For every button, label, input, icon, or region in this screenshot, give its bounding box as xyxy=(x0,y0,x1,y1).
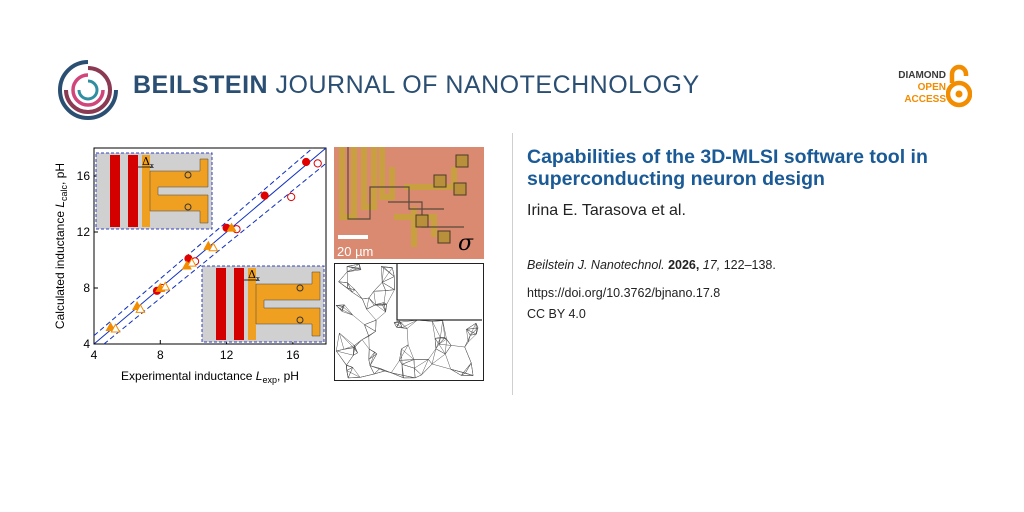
access-line-3: ACCESS xyxy=(904,94,946,105)
upper-bound-line xyxy=(93,147,314,336)
article-doi[interactable]: https://doi.org/10.3762/bjnano.17.8 xyxy=(527,286,721,300)
data-point xyxy=(226,222,237,232)
y-tick-label: 12 xyxy=(77,225,91,239)
x-tick-label: 4 xyxy=(91,348,98,362)
inset-contact xyxy=(296,284,304,292)
inset-strip-orange xyxy=(248,268,256,340)
journal-name-rest: JOURNAL OF NANOTECHNOLOGY xyxy=(275,71,700,99)
access-line-1: DIAMOND xyxy=(898,70,946,81)
inset-loop xyxy=(255,271,321,337)
journal-name-bold: BEILSTEIN xyxy=(133,71,269,99)
article-authors: Irina E. Tarasova et al. xyxy=(527,202,686,219)
mesh-edges xyxy=(335,264,479,379)
vertical-divider xyxy=(512,133,513,395)
inset-contact xyxy=(184,203,192,211)
data-point xyxy=(302,157,311,167)
inset-delta-label: Δx xyxy=(142,155,154,170)
x-tick-label: 12 xyxy=(220,348,234,362)
citation-volume: 17, xyxy=(702,258,721,272)
inset-strip-inner xyxy=(128,155,138,227)
data-point xyxy=(287,192,296,202)
article-license: CC BY 4.0 xyxy=(527,307,586,321)
data-point xyxy=(135,303,146,313)
inset-strip-inner xyxy=(234,268,244,340)
open-access-lock-icon xyxy=(946,64,972,108)
inset-strip-outer xyxy=(110,155,120,227)
x-tick-label: 8 xyxy=(157,348,164,362)
data-point xyxy=(313,159,322,168)
x-axis-label: Experimental inductance Lexp, pH xyxy=(121,369,299,385)
citation-pages: 122–138. xyxy=(723,258,776,272)
journal-abbrev: Beilstein J. Nanotechnol. xyxy=(527,258,665,272)
data-point xyxy=(110,323,121,333)
micrograph-traces xyxy=(334,147,484,259)
inset-loop xyxy=(149,158,209,224)
journal-logo xyxy=(58,60,118,120)
data-point xyxy=(160,281,171,291)
inset-delta-label: Δx xyxy=(248,268,260,283)
triangulation-mesh xyxy=(334,263,484,381)
access-line-2: OPEN xyxy=(917,82,946,93)
sigma-symbol: σ xyxy=(458,231,474,256)
data-point xyxy=(260,191,269,200)
inset-strip-outer xyxy=(216,268,226,340)
open-access-label: DIAMOND OPEN ACCESS xyxy=(898,70,946,106)
inset-bottom-right: Δx xyxy=(201,265,325,343)
y-axis-label: Calculated inductance Lcalc, pH xyxy=(53,163,69,329)
mesh-cutout xyxy=(396,264,483,321)
data-point xyxy=(186,257,197,267)
y-tick-label: 8 xyxy=(83,281,90,295)
inset-contact xyxy=(296,316,304,324)
scale-bar-label: 20 µm xyxy=(337,244,374,259)
x-tick-label: 16 xyxy=(286,348,300,362)
citation-year: 2026, xyxy=(668,258,700,272)
inset-top-left: Δx xyxy=(95,152,213,230)
mesh-drawing xyxy=(335,264,483,379)
inset-strip-orange xyxy=(142,155,150,227)
y-tick-label: 16 xyxy=(77,169,91,183)
y-tick-label: 4 xyxy=(83,337,90,351)
article-title: Capabilities of the 3D-MLSI software too… xyxy=(527,146,928,190)
article-citation: Beilstein J. Nanotechnol. 2026, 17, 122–… xyxy=(527,258,776,272)
circuit-micrograph xyxy=(334,147,484,259)
inset-contact xyxy=(184,171,192,179)
data-point xyxy=(208,242,219,252)
journal-name: BEILSTEIN JOURNAL OF NANOTECHNOLOGY xyxy=(133,71,700,100)
